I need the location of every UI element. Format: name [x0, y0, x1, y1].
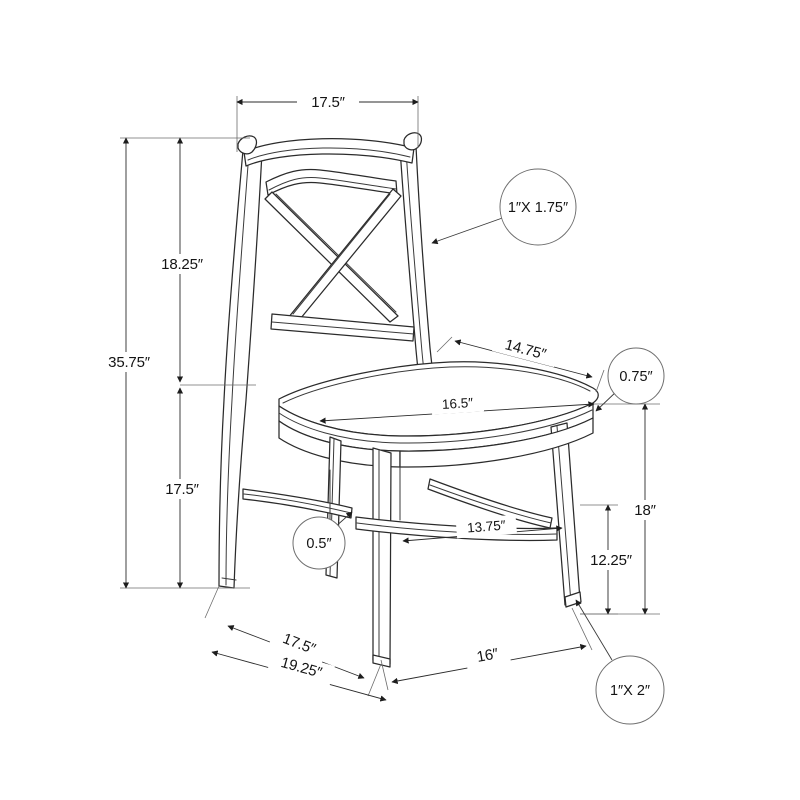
x-back-slats: [264, 188, 402, 325]
dim-label-overall-height: 35.75″: [108, 354, 151, 371]
callout-label-side-stretcher: 0.5″: [306, 536, 331, 552]
callout-bubble-side-stretcher: [292, 516, 346, 570]
dim-base-depth-lower: 19.25″: [211, 649, 387, 702]
dim-overall-height: 35.75″: [98, 137, 250, 589]
chair-illustration: [218, 132, 599, 668]
callout-side-stretcher: 0.5″: [292, 511, 353, 570]
dim-base-width: 16″: [380, 607, 593, 691]
top-crest-rail: [237, 132, 423, 167]
dim-base-depth-upper: 17.5″: [204, 585, 382, 697]
callout-seat-edge: 0.75″: [595, 347, 665, 412]
callout-bubble-front-leg: [595, 655, 665, 725]
callout-back-stile: 1″X 1.75″: [431, 168, 577, 246]
back-left-leg: [218, 149, 263, 589]
dim-label-base-width: 16″: [475, 645, 500, 666]
dim-label-seat-width: 16.5″: [442, 395, 474, 412]
dim-stretcher: 13.75″: [402, 514, 563, 544]
dim-leg-inner: 12.25″: [580, 504, 642, 615]
dim-back-width-top: 17.5″: [236, 92, 419, 152]
dim-label-seat-height: 17.5″: [165, 481, 199, 498]
lower-back-rail: [270, 313, 415, 342]
dim-label-back-height: 18.25″: [161, 256, 204, 273]
upper-shaped-rail: [265, 168, 398, 196]
callout-label-seat-edge: 0.75″: [619, 369, 652, 385]
dim-label-leg-inner: 12.25″: [590, 552, 633, 569]
dim-seat-width: 16.5″: [319, 392, 595, 424]
callout-bubble-seat-edge: [607, 347, 665, 405]
back-right-leg: [550, 422, 582, 608]
dim-leg-outer: 18″: [580, 403, 665, 615]
rear-apron: [399, 417, 594, 468]
front-right-leg: [372, 447, 392, 668]
callout-label-back-stile: 1″X 1.75″: [508, 200, 568, 216]
dim-label-stretcher: 13.75″: [466, 517, 506, 535]
dim-back-height: 18.25″: [152, 137, 212, 383]
dim-seat-height: 17.5″: [155, 387, 209, 589]
callout-label-front-leg: 1″X 2″: [610, 683, 650, 699]
dim-label-leg-outer: 18″: [634, 502, 656, 519]
dim-label-back-width-top: 17.5″: [311, 94, 345, 111]
callout-bubble-back-stile: [499, 168, 577, 246]
callout-front-leg: 1″X 2″: [575, 599, 665, 725]
